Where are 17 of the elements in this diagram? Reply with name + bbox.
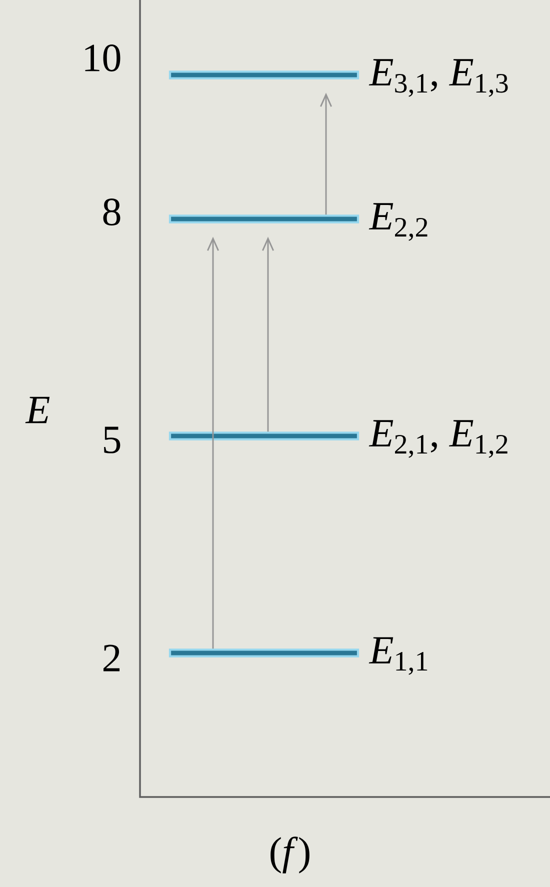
arrow xyxy=(262,236,274,432)
energy-level-bar xyxy=(168,648,360,658)
panel-label: (f) xyxy=(270,836,310,874)
tick-label: 5 xyxy=(104,426,120,454)
level-label: E$_{2,1}$, E$_{1,2}$ xyxy=(368,420,508,458)
level-label: E$_{3,1}$, E$_{1,3}$ xyxy=(368,59,508,97)
arrow xyxy=(320,92,332,215)
level-label: E$_{1,1}$ xyxy=(368,637,428,675)
level-label: E$_{2,2}$ xyxy=(368,203,428,241)
tick-label: 8 xyxy=(103,198,120,226)
tick-label: 2 xyxy=(104,644,120,672)
axis-label: E xyxy=(25,396,50,424)
energy-level-bar xyxy=(168,432,360,440)
tick-label: 10 xyxy=(85,44,120,72)
energy-level-bar xyxy=(168,70,360,80)
energy-level-bar xyxy=(168,214,360,224)
arrow xyxy=(207,236,219,649)
